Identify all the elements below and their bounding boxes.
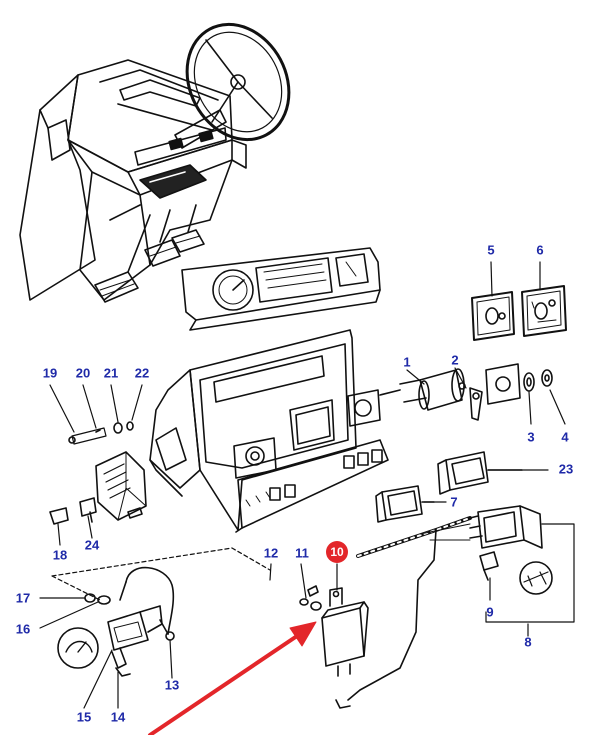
callout-7[interactable]: 7: [450, 494, 458, 510]
pointer-arrow: [148, 621, 317, 735]
callout-22[interactable]: 22: [134, 365, 150, 381]
rocker-switch-23-drawing: [437, 451, 523, 495]
callout-4[interactable]: 4: [561, 429, 569, 445]
label-plates-drawing: [471, 285, 567, 341]
callout-24[interactable]: 24: [84, 537, 100, 553]
callout-12[interactable]: 12: [263, 545, 279, 561]
instrument-cluster-drawing: [181, 247, 381, 331]
flasher-bracket-drawing: [57, 566, 175, 677]
relay-assembly-drawing: [299, 585, 369, 709]
callout-13[interactable]: 13: [164, 677, 180, 693]
callout-14[interactable]: 14: [110, 709, 126, 725]
callout-17[interactable]: 17: [15, 590, 31, 606]
callout-2[interactable]: 2: [451, 352, 459, 368]
callout-9[interactable]: 9: [486, 604, 494, 620]
callout-8[interactable]: 8: [524, 634, 532, 650]
callout-16[interactable]: 16: [15, 621, 31, 637]
leader-lines: [39, 261, 566, 709]
callout-3[interactable]: 3: [527, 429, 535, 445]
callout-20[interactable]: 20: [75, 365, 91, 381]
callout-1[interactable]: 1: [403, 354, 411, 370]
callout-5[interactable]: 5: [487, 242, 495, 258]
bezel-nut-drawing: [485, 363, 553, 405]
callout-18[interactable]: 18: [52, 547, 68, 563]
callout-6[interactable]: 6: [536, 242, 544, 258]
dashboard-panel-drawing: [149, 329, 389, 533]
connector-block-drawing: [49, 421, 147, 525]
callout-21[interactable]: 21: [103, 365, 119, 381]
wiring-harness-drawing: [347, 516, 472, 701]
callout-15[interactable]: 15: [76, 709, 92, 725]
ignition-switch-drawing: [379, 368, 483, 421]
callout-11[interactable]: 11: [295, 545, 309, 561]
switch-assembly-drawing: [469, 505, 575, 623]
callout-10-highlighted[interactable]: 10: [326, 541, 348, 563]
callout-23[interactable]: 23: [558, 461, 574, 477]
callout-19[interactable]: 19: [42, 365, 58, 381]
rocker-switch-7-drawing: [375, 485, 435, 523]
cab-dashboard-drawing: [19, 22, 291, 303]
